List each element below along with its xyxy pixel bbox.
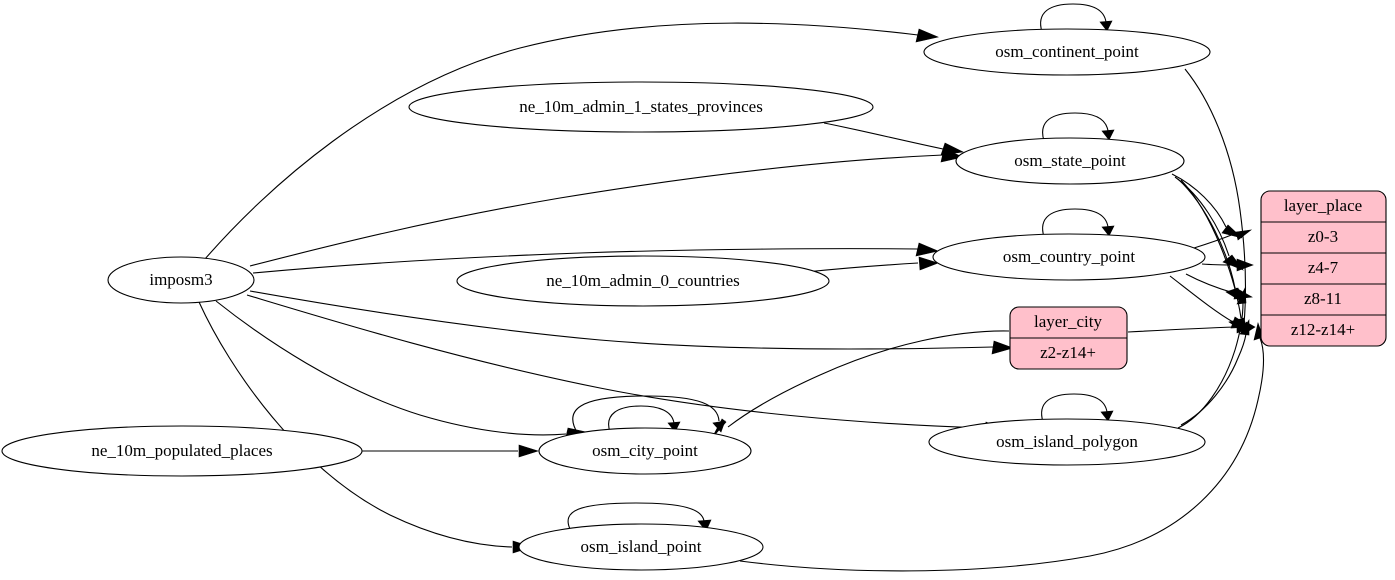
edge-ne_places-to-osm_city_point [362, 444, 539, 458]
record-layer_city-row-z2-z14plus[interactable]: z2-z14+ [1040, 343, 1096, 362]
node-osm_continent_point-label: osm_continent_point [995, 42, 1139, 61]
node-ne_10m_populated_places[interactable]: ne_10m_populated_places [1, 425, 363, 477]
record-layer_place-row-z0-3[interactable]: z0-3 [1308, 227, 1338, 246]
record-layer_place-row-z4-7[interactable]: z4-7 [1308, 258, 1339, 277]
record-layer_place-title: layer_place [1284, 196, 1362, 215]
record-node-layer_city[interactable]: layer_city z2-z14+ [1009, 306, 1128, 370]
record-layer: layer_place z0-3 z4-7 z8-11 z12-z14+ lay… [1009, 190, 1387, 370]
node-osm_island_point-label: osm_island_point [581, 537, 702, 556]
edge-self-loop-inner-osm_city_point [608, 405, 681, 433]
edge-osm_country_point-to-layer_place-z0-3 [1193, 229, 1253, 249]
node-osm_island_point[interactable]: osm_island_point [518, 523, 764, 571]
node-osm_island_polygon[interactable]: osm_island_polygon [928, 418, 1206, 466]
node-osm_state_point[interactable]: osm_state_point [955, 137, 1185, 185]
edge-self-loop-osm_continent_point [1040, 3, 1113, 33]
node-osm_city_point-label: osm_city_point [592, 441, 698, 460]
node-ne_10m_admin_1_states_provinces[interactable]: ne_10m_admin_1_states_provinces [408, 81, 874, 133]
edge-ne_countries-to-osm_country_point [805, 256, 939, 273]
edge-osm_island_polygon-to-layer_place-z12 [1180, 318, 1250, 426]
node-ne_10m_admin_0_countries[interactable]: ne_10m_admin_0_countries [456, 255, 830, 307]
edge-self-loop-osm_state_point [1042, 112, 1115, 142]
record-layer_place-row-z12-z14plus[interactable]: z12-z14+ [1291, 320, 1355, 339]
edge-imposm3-to-osm_continent_point [204, 22, 939, 260]
node-imposm3-label: imposm3 [149, 270, 212, 289]
node-ne_places-label: ne_10m_populated_places [91, 441, 272, 460]
edge-imposm3-to-osm_city_point [215, 300, 587, 442]
node-osm_continent_point[interactable]: osm_continent_point [923, 28, 1211, 76]
edge-self-loop-osm_island_polygon [1041, 393, 1114, 423]
node-imposm3[interactable]: imposm3 [107, 256, 255, 304]
record-layer_city-title: layer_city [1034, 312, 1102, 331]
edge-imposm3-to-layer_city [249, 290, 1014, 355]
edge-imposm3-to-osm_country_point [252, 242, 939, 274]
edge-osm_country_point-to-layer_place-z4-7 [1201, 258, 1254, 272]
node-osm_city_point[interactable]: osm_city_point [538, 427, 752, 475]
node-osm_island_polygon-label: osm_island_polygon [996, 432, 1138, 451]
edge-self-loop-osm_country_point [1042, 208, 1115, 238]
node-osm_state_point-label: osm_state_point [1014, 151, 1126, 170]
edge-self-loop-osm_island_point [567, 502, 712, 532]
record-node-layer_place[interactable]: layer_place z0-3 z4-7 z8-11 z12-z14+ [1260, 190, 1387, 347]
edge-imposm3-to-osm_island_polygon [246, 294, 1006, 436]
record-layer_place-row-z8-11[interactable]: z8-11 [1304, 289, 1342, 308]
node-ne_states-label: ne_10m_admin_1_states_provinces [519, 97, 763, 116]
edge-ne_states-to-osm_state_point [823, 122, 965, 156]
edge-layer_city-to-osm_city_point [711, 330, 1010, 439]
node-layer: imposm3 ne_10m_admin_1_states_provinces … [1, 28, 1211, 571]
edge-osm_island_polygon-to-layer_place-z8-11 [1177, 286, 1247, 429]
node-osm_country_point-label: osm_country_point [1003, 247, 1135, 266]
node-osm_country_point[interactable]: osm_country_point [932, 233, 1206, 281]
node-ne_countries-label: ne_10m_admin_0_countries [546, 271, 740, 290]
